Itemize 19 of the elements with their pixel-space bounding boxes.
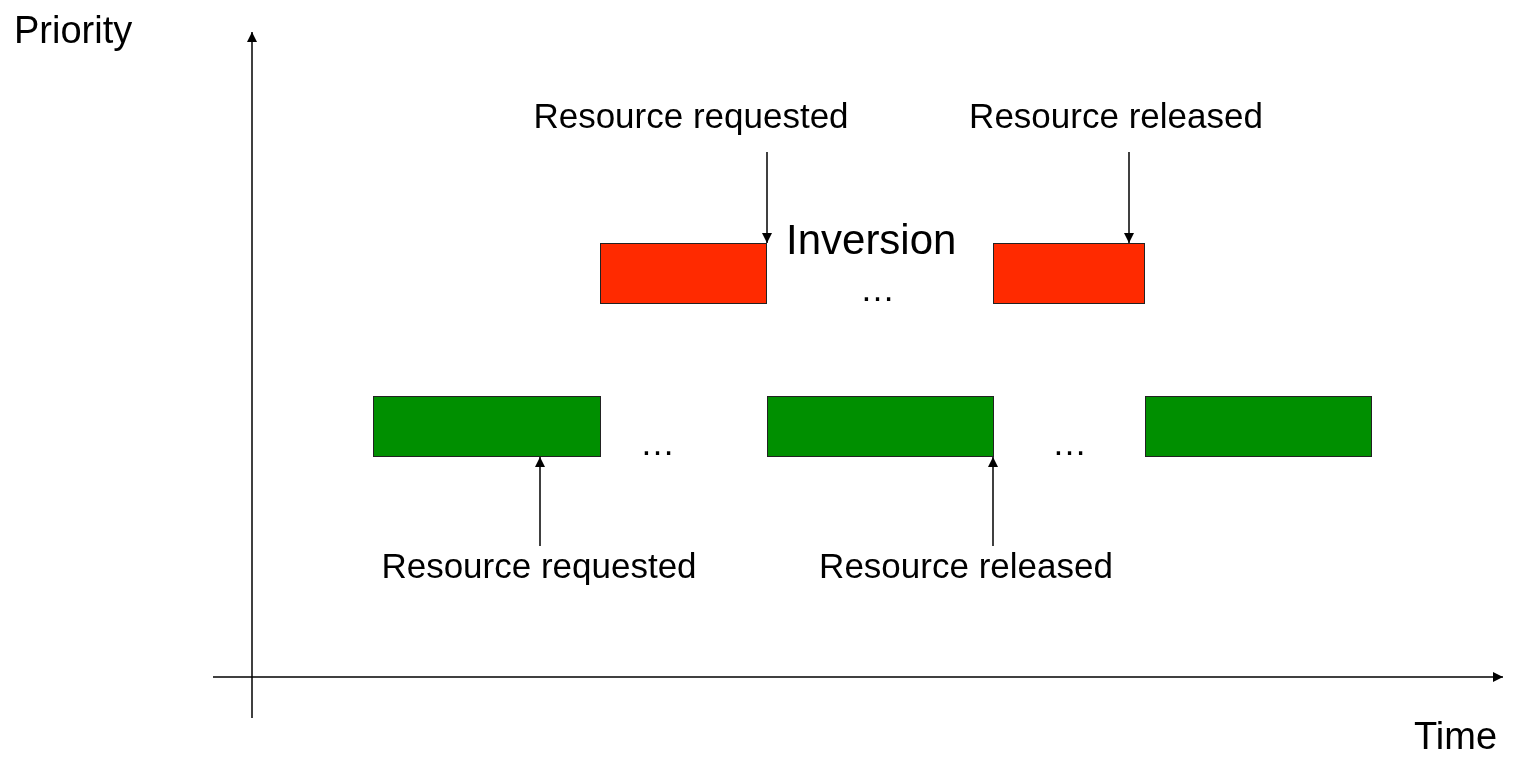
task-bar xyxy=(993,243,1145,304)
event-label: Resource released xyxy=(936,96,1296,152)
ellipsis: … xyxy=(1052,422,1087,463)
event-label: Resource requested xyxy=(498,96,884,152)
ellipsis: … xyxy=(640,422,675,463)
ellipsis: … xyxy=(860,268,895,309)
task-bar xyxy=(1145,396,1372,457)
arrow xyxy=(762,151,772,244)
axis-title: Priority xyxy=(14,8,133,52)
arrow xyxy=(535,456,545,547)
event-label: Resource released xyxy=(786,546,1146,594)
annotation-text: Inversion xyxy=(786,216,957,264)
task-bar xyxy=(373,396,601,457)
arrow xyxy=(1124,151,1134,244)
axis-title: Time xyxy=(1414,714,1498,758)
arrow xyxy=(988,456,998,547)
task-bar xyxy=(767,396,994,457)
event-label: Resource requested xyxy=(346,546,732,594)
task-bar xyxy=(600,243,767,304)
